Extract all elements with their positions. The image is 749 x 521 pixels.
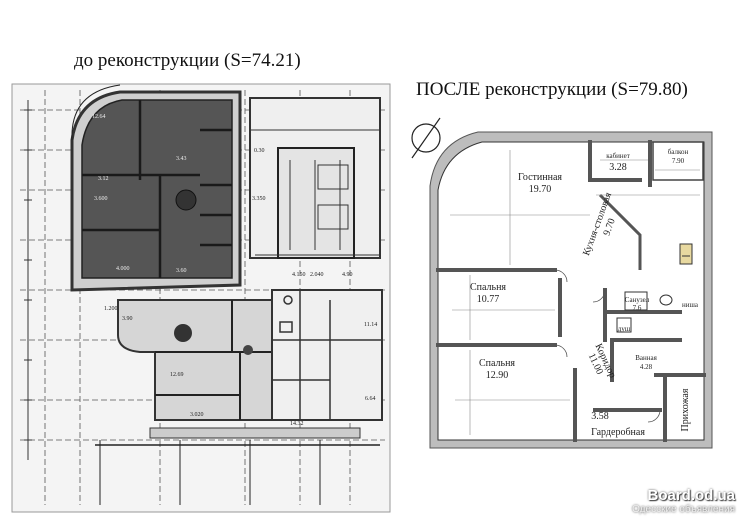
svg-text:11.14: 11.14 — [364, 322, 377, 328]
svg-text:3.350: 3.350 — [252, 196, 266, 202]
after-title: ПОСЛЕ реконструкции (S=79.80) — [416, 79, 688, 100]
room-area-living: 19.70 — [529, 184, 552, 195]
svg-text:12.69: 12.69 — [170, 372, 184, 378]
before-title: до реконструкции (S=74.21) — [74, 50, 301, 71]
room-area-wardrobe: 3.58 — [591, 411, 609, 422]
svg-text:4.90: 4.90 — [342, 272, 353, 278]
svg-text:4.000: 4.000 — [116, 266, 130, 272]
svg-text:3.020: 3.020 — [190, 412, 204, 418]
shaded-zone — [81, 99, 233, 279]
room-area-bath: 4.28 — [640, 363, 653, 371]
room-label-wardrobe: Гардеробная — [591, 427, 645, 438]
room-label-bedroom-2: Спальня — [479, 358, 515, 369]
svg-text:2.040: 2.040 — [310, 272, 324, 278]
room-area-balcony: 7.90 — [672, 157, 685, 165]
room-label-niche: ниша — [682, 301, 699, 309]
room-label-balcony: балкон — [668, 148, 689, 156]
watermark-subtitle: Одесские объявления — [632, 504, 735, 515]
room-area-bedroom-2: 12.90 — [486, 370, 509, 381]
svg-text:12.64: 12.64 — [92, 114, 106, 120]
room-label-bathroom-wc: Санузел — [625, 296, 650, 304]
room-area-office: 3.28 — [609, 162, 627, 173]
room-label-bath: Ванная — [635, 354, 657, 362]
svg-text:3.60: 3.60 — [176, 268, 187, 274]
svg-text:4.150: 4.150 — [292, 272, 306, 278]
room-area-bedroom-1: 10.77 — [477, 294, 500, 305]
watermark: Board.od.ua Одесские объявления — [632, 487, 735, 515]
svg-text:3.600: 3.600 — [94, 196, 108, 202]
room-label-office: кабинет — [606, 152, 630, 160]
svg-text:6.64: 6.64 — [365, 396, 376, 402]
svg-text:3.43: 3.43 — [176, 156, 187, 162]
svg-text:14.32: 14.32 — [290, 421, 304, 427]
svg-text:3.12: 3.12 — [98, 176, 109, 182]
svg-text:3.90: 3.90 — [122, 316, 133, 322]
svg-text:0.30: 0.30 — [254, 148, 265, 154]
room-label-bedroom-1: Спальня — [470, 282, 506, 293]
room-label-shower: душ — [618, 325, 631, 333]
light-zone — [117, 299, 273, 421]
svg-text:1.200: 1.200 — [104, 306, 118, 312]
watermark-site[interactable]: Board.od.ua — [647, 487, 735, 504]
room-area-bathroom-wc: 7.6 — [633, 304, 642, 312]
room-label-living: Гостинная — [518, 172, 562, 183]
room-label-hallway: Прихожая — [680, 388, 691, 431]
north-arrow-icon — [411, 117, 441, 159]
